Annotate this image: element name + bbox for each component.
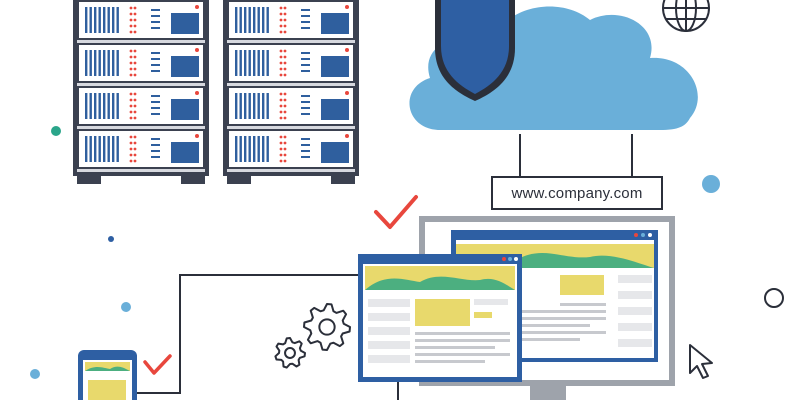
smartphone-icon	[78, 350, 137, 400]
server-rack-icon	[73, 0, 209, 184]
server-unit	[227, 0, 355, 40]
globe-icon	[662, 0, 710, 32]
server-unit	[77, 129, 205, 169]
shield-icon	[435, 0, 515, 101]
server-unit	[227, 86, 355, 126]
server-unit	[227, 129, 355, 169]
gear-icon	[303, 303, 351, 351]
server-rack-icon	[223, 0, 359, 184]
browser-window-icon	[358, 254, 522, 382]
decorative-dots	[30, 126, 784, 379]
check-mark-icon	[143, 354, 172, 375]
check-mark-icon	[374, 195, 418, 229]
server-unit	[227, 43, 355, 83]
server-unit	[77, 0, 205, 40]
mouse-pointer-icon	[689, 344, 713, 379]
server-unit	[77, 43, 205, 83]
server-unit	[77, 86, 205, 126]
domain-url-label: www.company.com	[491, 176, 663, 210]
gear-icon	[274, 337, 306, 369]
connector-lines	[137, 134, 633, 400]
cloud-icon	[409, 6, 698, 130]
